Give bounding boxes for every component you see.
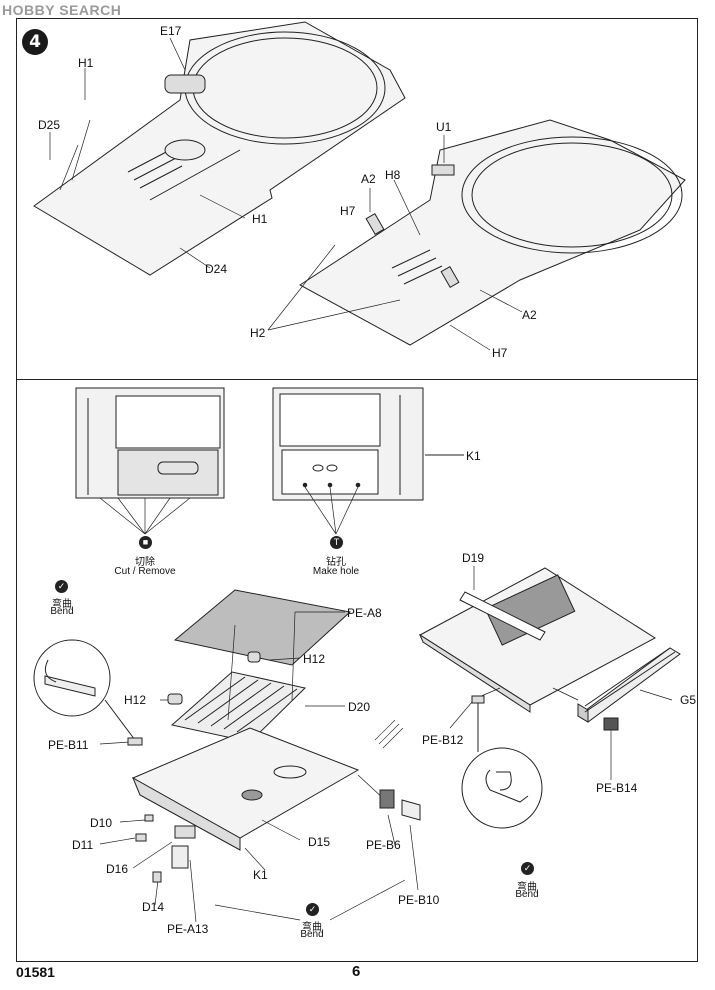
bend1-label-cn: 弯曲 — [52, 599, 72, 610]
label-e17: E17 — [160, 24, 182, 38]
bend-icon: ✓ — [55, 580, 68, 593]
label-k1-bottom: K1 — [253, 868, 268, 882]
label-d11: D11 — [72, 838, 94, 852]
plate-cut-remove — [75, 387, 225, 499]
label-h1-right: H1 — [252, 212, 268, 226]
leader-lines-top-right — [267, 135, 523, 351]
label-d24: D24 — [205, 262, 228, 276]
label-pe-a13: PE-A13 — [167, 922, 209, 936]
louver-plate-d20 — [170, 671, 307, 743]
label-pe-b6: PE-B6 — [366, 838, 401, 852]
bend3-label-en: Bend — [515, 889, 539, 900]
cut-label-cn: 切除 — [135, 557, 155, 568]
label-d10: D10 — [90, 816, 113, 830]
cut-label-en: Cut / Remove — [114, 566, 176, 577]
label-h7-bottom: H7 — [492, 346, 508, 360]
bend-detail-circle-left — [33, 639, 136, 741]
section-divider — [16, 379, 698, 380]
hole-label-cn: 钻孔 — [326, 557, 346, 568]
leader-lines-hole — [304, 486, 359, 535]
bend3-label-cn: 弯曲 — [517, 882, 537, 893]
label-d15: D15 — [308, 835, 331, 849]
step-number-badge: 4 — [22, 29, 48, 55]
label-d20: D20 — [348, 700, 371, 714]
leader-lines-bottom-left — [99, 611, 419, 923]
hull-rear-deck — [131, 727, 360, 851]
label-pe-b14: PE-B14 — [596, 781, 638, 795]
label-u1: U1 — [436, 120, 452, 134]
label-d25: D25 — [38, 118, 61, 132]
label-h12-left: H12 — [124, 693, 147, 707]
label-pe-b10: PE-B10 — [398, 893, 440, 907]
bend-icon: ✓ — [306, 903, 319, 916]
bend2-label-cn: 弯曲 — [302, 922, 322, 933]
label-h7-top: H7 — [340, 204, 356, 218]
leader-lines-cut — [99, 497, 191, 535]
bend2-label-en: Bend — [300, 929, 324, 940]
watermark: HOBBY SEARCH — [2, 2, 122, 18]
label-pe-b12: PE-B12 — [422, 733, 464, 747]
label-a2-right: A2 — [522, 308, 537, 322]
kit-code: 01581 — [16, 964, 55, 980]
label-pe-b11: PE-B11 — [48, 738, 89, 752]
hole-label-en: Make hole — [312, 566, 360, 577]
label-d14: D14 — [142, 900, 165, 914]
label-k1-top: K1 — [466, 449, 481, 463]
label-h8: H8 — [385, 168, 401, 182]
bend-icon: ✓ — [521, 862, 534, 875]
cut-icon: ■ — [139, 536, 152, 549]
label-h12-right: H12 — [303, 652, 326, 666]
label-g5: G5 — [680, 693, 697, 707]
label-a2-top: A2 — [361, 172, 376, 186]
label-d16: D16 — [106, 862, 129, 876]
label-pe-a8: PE-A8 — [347, 606, 382, 620]
hull-plate-left — [33, 21, 406, 276]
label-h2: H2 — [250, 326, 266, 340]
hatch-mark — [374, 719, 404, 749]
small-parts-bottom-left — [127, 651, 421, 883]
label-h1-top: H1 — [78, 56, 94, 70]
bend-detail-circle-right — [461, 702, 543, 829]
bend1-label-en: Bend — [50, 606, 74, 617]
page-number: 6 — [352, 963, 361, 980]
part-pe-b12 — [471, 695, 485, 704]
label-d19: D19 — [462, 551, 485, 565]
drill-icon: T — [330, 536, 343, 549]
plate-make-hole — [272, 387, 464, 501]
hull-rear-right — [418, 567, 656, 713]
page-frame — [16, 18, 698, 962]
hull-plate-right — [299, 119, 686, 346]
part-g5 — [577, 647, 681, 731]
leader-lines-top-left — [49, 37, 246, 269]
